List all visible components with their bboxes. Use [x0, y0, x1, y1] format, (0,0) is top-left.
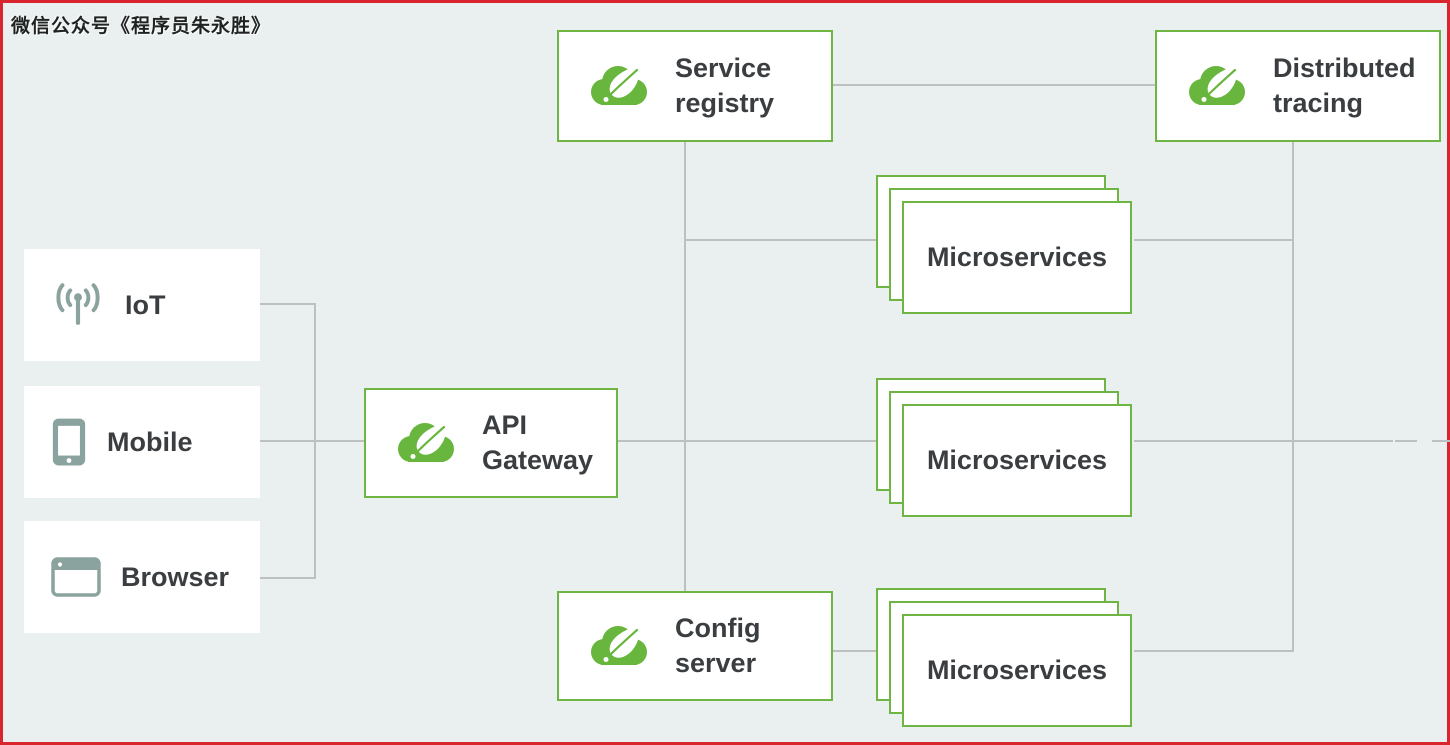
- spring-cloud-logo-icon: [587, 62, 651, 110]
- spring-cloud-logo-icon: [1185, 62, 1249, 110]
- client-label: IoT: [125, 289, 166, 320]
- connector-central-trunk: [684, 142, 686, 591]
- node-label-line2: tracing: [1273, 88, 1364, 118]
- connector-browser-stub: [260, 577, 316, 579]
- node-label-line1: Config: [675, 613, 761, 644]
- client-label: Mobile: [107, 426, 193, 457]
- stack-layer-front: Microservices: [902, 201, 1132, 314]
- spring-cloud-logo-icon: [394, 419, 458, 467]
- node-browser: Browser: [24, 521, 260, 633]
- node-mobile: Mobile: [24, 386, 260, 498]
- client-label: Browser: [121, 561, 230, 592]
- node-label-line1: Service: [675, 53, 772, 84]
- node-label-line1: Distributed: [1273, 53, 1416, 84]
- connector-dashed-continuation: [1395, 440, 1450, 442]
- node-label-line2: registry: [675, 88, 775, 118]
- antenna-icon: [51, 282, 105, 328]
- node-label-line2: server: [675, 648, 757, 678]
- node-api-gateway: API Gateway: [364, 388, 618, 498]
- connector-right-trunk: [1292, 142, 1294, 652]
- node-label: Config server: [675, 611, 760, 680]
- connector-microservices-1-to-right-trunk: [1134, 239, 1293, 241]
- microservices-label: Microservices: [926, 655, 1108, 685]
- node-distributed-tracing: Distributed tracing: [1155, 30, 1441, 142]
- microservices-label: Microservices: [926, 242, 1108, 272]
- node-iot: IoT: [24, 249, 260, 361]
- stack-layer-front: Microservices: [902, 614, 1132, 727]
- smartphone-icon: [51, 417, 87, 467]
- node-service-registry: Service registry: [557, 30, 833, 142]
- node-label-line1: API: [482, 410, 528, 441]
- stack-layer-front: Microservices: [902, 404, 1132, 517]
- connector-clients-to-gateway: [260, 440, 364, 442]
- connector-trunk-to-microservices-1: [685, 239, 876, 241]
- microservices-stack-3: Microservices: [876, 588, 1132, 727]
- node-label: Service registry: [675, 51, 774, 120]
- browser-window-icon: [51, 557, 101, 597]
- connector-gateway-to-microservices-2: [618, 440, 876, 442]
- node-label: Distributed tracing: [1273, 51, 1416, 120]
- spring-cloud-logo-icon: [587, 622, 651, 670]
- connector-config-to-microservices-3: [833, 650, 876, 652]
- microservices-stack-1: Microservices: [876, 175, 1132, 314]
- connector-microservices-3-to-right-trunk: [1134, 650, 1293, 652]
- connector-iot-stub: [260, 303, 316, 305]
- watermark-text: 微信公众号《程序员朱永胜》: [11, 16, 272, 37]
- microservices-label: Microservices: [926, 445, 1108, 475]
- node-label: API Gateway: [482, 408, 593, 477]
- microservices-stack-2: Microservices: [876, 378, 1132, 517]
- connector-microservices-2-right: [1134, 440, 1393, 442]
- node-label-line2: Gateway: [482, 445, 594, 475]
- connector-registry-to-tracing: [833, 84, 1155, 86]
- node-config-server: Config server: [557, 591, 833, 701]
